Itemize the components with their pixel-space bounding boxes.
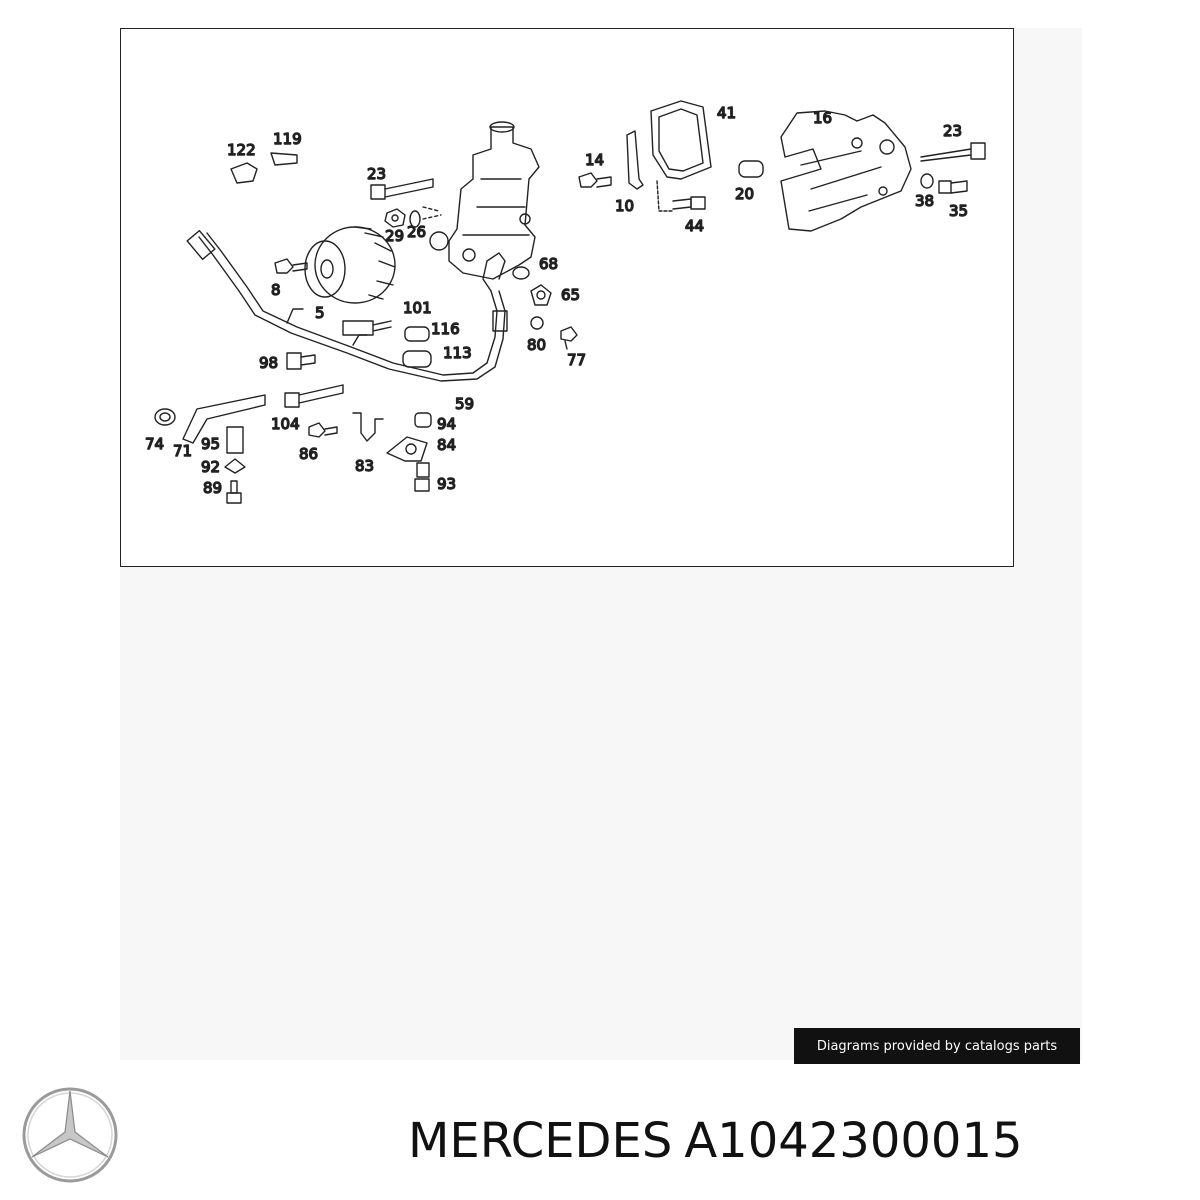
- part-label: 83: [355, 457, 374, 475]
- part-label: 101: [403, 299, 432, 317]
- part-label: 23: [367, 165, 386, 183]
- part-label: 16: [813, 109, 832, 127]
- part-label: 68: [539, 255, 558, 273]
- steering-pump-drawing: [422, 121, 540, 280]
- part-label: 38: [915, 192, 934, 210]
- part-label: 29: [385, 227, 404, 245]
- lever-drawing: [626, 130, 674, 212]
- part-label: 41: [717, 104, 736, 122]
- part-label: 23: [943, 122, 962, 140]
- part-label: 86: [299, 445, 318, 463]
- gasket-drawing: [650, 100, 712, 180]
- part-label: 10: [615, 197, 634, 215]
- part-label: 116: [431, 320, 460, 338]
- part-label: 104: [271, 415, 300, 433]
- part-number: A1042300015: [684, 1113, 1023, 1169]
- fastener-drawings: [154, 142, 986, 504]
- part-label: 77: [567, 351, 586, 369]
- part-label: 80: [527, 336, 546, 354]
- part-label: 65: [561, 286, 580, 304]
- bracket-drawing: [780, 110, 912, 232]
- mercedes-star-icon: [22, 1087, 118, 1183]
- part-label: 8: [271, 281, 281, 299]
- part-label: 26: [407, 223, 426, 241]
- part-label: 119: [273, 130, 302, 148]
- diagram-credit: Diagrams provided by catalogs parts: [794, 1028, 1080, 1064]
- pulley-drawing: [304, 226, 396, 304]
- part-label: 5: [315, 304, 325, 322]
- part-label: 84: [437, 436, 456, 454]
- part-label: 59: [455, 395, 474, 413]
- parts-diagram: 122 119 23 29 26 8 5 101 116 113 98 59 1…: [120, 28, 1014, 567]
- part-label: 35: [949, 202, 968, 220]
- part-label: 98: [259, 354, 278, 372]
- part-label: 89: [203, 479, 222, 497]
- brand-name: MERCEDES: [408, 1113, 673, 1169]
- part-label: 113: [443, 344, 472, 362]
- part-label: 95: [201, 435, 220, 453]
- part-label: 92: [201, 458, 220, 476]
- parts-diagram-drawing: 122 119 23 29 26 8 5 101 116 113 98 59 1…: [144, 100, 986, 504]
- part-label: 44: [685, 217, 704, 235]
- part-label: 74: [145, 435, 164, 453]
- part-label: 93: [437, 475, 456, 493]
- part-label: 94: [437, 415, 456, 433]
- part-label: 20: [735, 185, 754, 203]
- part-label: 71: [173, 442, 192, 460]
- part-label: 122: [227, 141, 256, 159]
- part-label: 14: [585, 151, 604, 169]
- part-labels: 122 119 23 29 26 8 5 101 116 113 98 59 1…: [144, 103, 968, 497]
